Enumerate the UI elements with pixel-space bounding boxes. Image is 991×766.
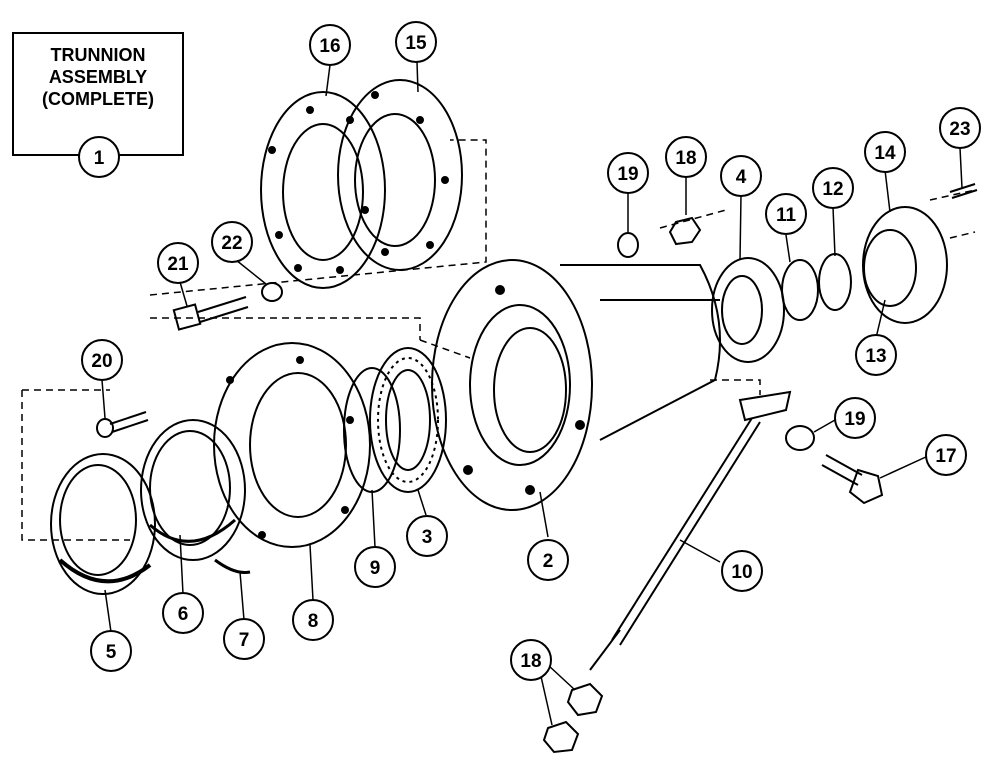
callout-4: 4: [720, 155, 762, 197]
svg-text:14: 14: [874, 143, 896, 164]
svg-text:19: 19: [617, 164, 638, 185]
callout-10: 10: [721, 550, 763, 592]
assembly-axis-lines: [21, 139, 976, 541]
leader-lines: [98, 61, 963, 726]
svg-text:17: 17: [935, 446, 956, 467]
nut-18-lower-b: [542, 720, 580, 754]
title-line-2: ASSEMBLY: [48, 67, 148, 87]
spacer-11: [781, 259, 819, 321]
washer-22: [261, 282, 283, 302]
svg-text:10: 10: [731, 562, 752, 583]
svg-text:6: 6: [178, 604, 189, 625]
svg-text:12: 12: [822, 179, 843, 200]
nut-18-lower-a: [566, 682, 604, 717]
bolt-17: [821, 454, 884, 505]
svg-text:11: 11: [776, 205, 797, 226]
washer-19-top: [617, 232, 639, 258]
callout-8: 8: [292, 599, 334, 641]
svg-text:15: 15: [405, 33, 427, 54]
callout-12: 12: [812, 167, 854, 209]
bearing-3: [369, 347, 447, 493]
rod-10: [589, 390, 792, 671]
bearing-4: [711, 257, 785, 363]
bolt-21: [172, 296, 249, 331]
callout-18-lower: 18: [510, 639, 552, 681]
diagram-title-box: TRUNNION ASSEMBLY (COMPLETE): [12, 32, 184, 156]
bolt-20: [96, 411, 149, 438]
clip-7: [214, 558, 251, 574]
ring-12: [818, 253, 852, 311]
callout-1: 1: [78, 136, 120, 178]
callout-16: 16: [309, 24, 351, 66]
gasket-16: [260, 91, 386, 289]
svg-text:20: 20: [91, 351, 112, 372]
svg-text:2: 2: [543, 551, 554, 572]
callout-21: 21: [157, 242, 199, 284]
callout-20: 20: [81, 339, 123, 381]
washer-19-lower: [785, 425, 815, 451]
callouts: 1 2 3 4 5 6 7 8 9 10 11 12 13 14 15 16 1…: [78, 21, 981, 681]
callout-2: 2: [527, 539, 569, 581]
svg-text:16: 16: [319, 36, 340, 57]
callout-23: 23: [939, 107, 981, 149]
cap-14: [862, 206, 948, 324]
callout-11: 11: [765, 193, 807, 235]
svg-text:7: 7: [239, 630, 250, 651]
svg-text:8: 8: [308, 611, 319, 632]
callout-19-lower: 19: [834, 397, 876, 439]
housing-2: [431, 259, 721, 511]
svg-text:13: 13: [865, 346, 886, 367]
callout-5: 5: [90, 630, 132, 672]
svg-text:18: 18: [675, 148, 696, 169]
svg-text:22: 22: [221, 233, 242, 254]
svg-text:18: 18: [520, 651, 541, 672]
svg-text:3: 3: [422, 527, 433, 548]
screw-23: [949, 183, 978, 199]
retainer-ring-6: [140, 419, 246, 561]
callout-3: 3: [406, 515, 448, 557]
nut-18-top: [668, 216, 702, 246]
callout-22: 22: [211, 221, 253, 263]
callout-13: 13: [855, 334, 897, 376]
svg-text:9: 9: [370, 558, 381, 579]
svg-text:23: 23: [949, 119, 970, 140]
svg-text:5: 5: [106, 642, 117, 663]
callout-7: 7: [223, 618, 265, 660]
svg-text:1: 1: [94, 148, 105, 169]
seal-ring-5: [50, 453, 156, 595]
title-line-3: (COMPLETE): [42, 89, 154, 109]
svg-text:21: 21: [167, 254, 189, 275]
callout-17: 17: [925, 434, 967, 476]
callout-14: 14: [864, 131, 906, 173]
callout-15: 15: [395, 21, 437, 63]
callout-18-top: 18: [665, 136, 707, 178]
callout-19-top: 19: [607, 152, 649, 194]
callout-9: 9: [354, 546, 396, 588]
callout-6: 6: [162, 592, 204, 634]
svg-text:4: 4: [736, 167, 747, 188]
svg-text:19: 19: [844, 409, 865, 430]
cover-plate-8: [213, 342, 371, 548]
title-line-1: TRUNNION: [50, 45, 146, 65]
flange-15: [337, 79, 463, 271]
